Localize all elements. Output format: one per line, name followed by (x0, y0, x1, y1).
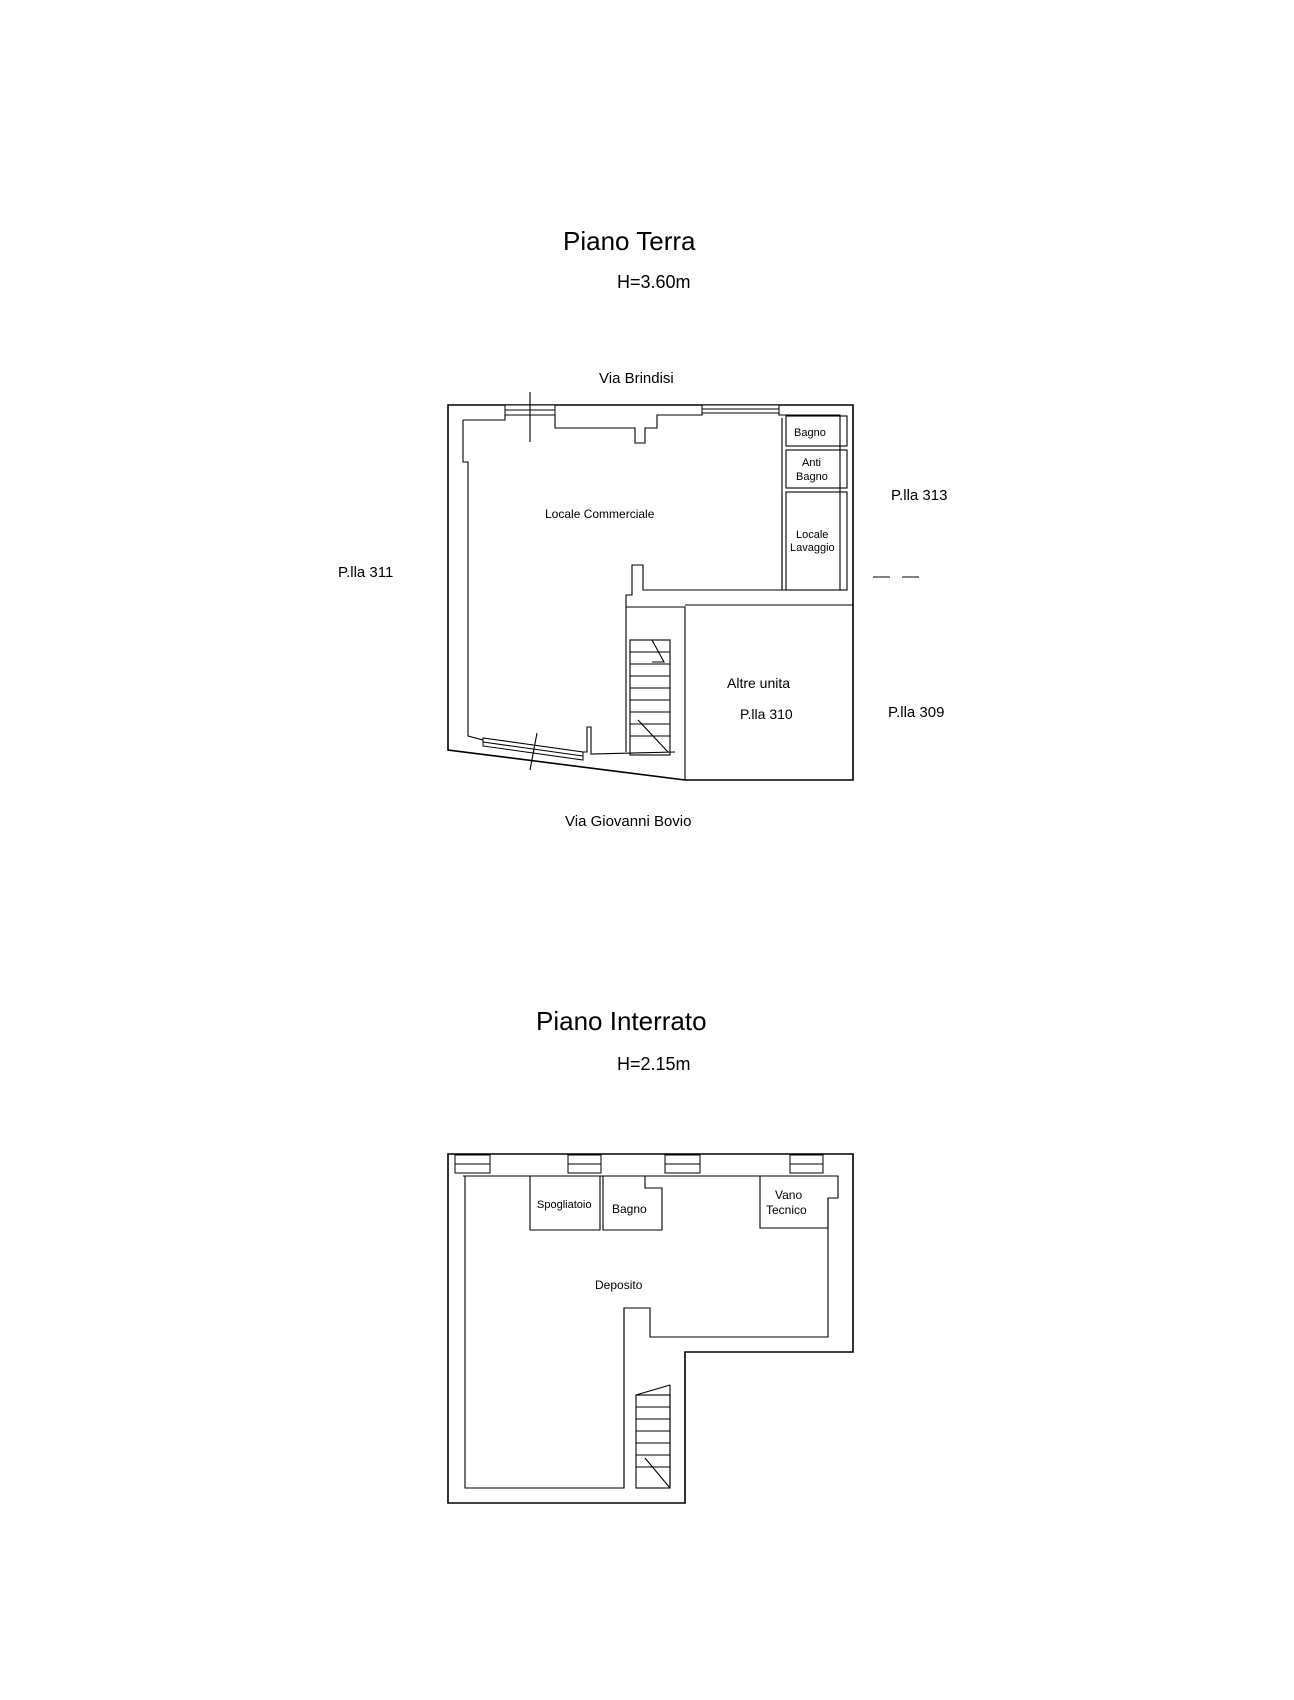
ground-floor-title: Piano Terra (563, 226, 696, 256)
street-top-label: Via Brindisi (599, 370, 674, 387)
basement-plan: Piano Interrato H=2.15m (447, 1006, 854, 1504)
ground-stair-wall (626, 606, 686, 780)
basement-staircase (635, 1384, 671, 1489)
ground-partition (625, 564, 782, 752)
parcel-right-bottom-label: P.lla 309 (888, 704, 944, 721)
ground-floor-height: H=3.60m (617, 272, 691, 292)
basement-outer-wall (447, 1153, 854, 1504)
basement-room-changing-label: Spogliatoio (537, 1199, 591, 1211)
ground-staircase (629, 639, 671, 756)
ground-room-wash-label-1: Locale (796, 529, 828, 541)
ground-room-other-label-2: P.lla 310 (740, 706, 793, 722)
ground-room-wash-label-2: Lavaggio (790, 542, 835, 554)
ground-room-other-label-1: Altre unita (727, 675, 790, 691)
basement-room-tech-label-2: Tecnico (766, 1203, 807, 1217)
basement-inner-wall (463, 1175, 839, 1489)
basement-room-tech-label-1: Vano (775, 1188, 802, 1202)
basement-changing-room (529, 1176, 601, 1231)
basement-title: Piano Interrato (536, 1006, 707, 1036)
ground-wash-room (785, 491, 848, 591)
parcel-left-label: P.lla 311 (338, 564, 393, 581)
basement-room-storage-label: Deposito (595, 1278, 643, 1292)
ground-room-bath-label: Bagno (794, 427, 826, 439)
parcel-right-top-label: P.lla 313 (891, 487, 947, 504)
ground-inner-wall (463, 412, 841, 591)
ground-bath-room (785, 415, 848, 447)
ground-room-antibath-label-2: Bagno (796, 471, 828, 483)
ground-floor-plan: Piano Terra H=3.60m Via Brindisi P.lla 3… (338, 226, 947, 830)
ground-outer-wall (447, 404, 854, 781)
ground-antibath-room (785, 449, 848, 489)
basement-tech-room (759, 1176, 838, 1229)
ground-room-antibath-label-1: Anti (802, 457, 821, 469)
basement-room-bath-label: Bagno (612, 1202, 647, 1216)
street-bottom-label: Via Giovanni Bovio (565, 813, 691, 830)
ground-room-main-label: Locale Commerciale (545, 507, 655, 521)
basement-bath-room (600, 1175, 663, 1231)
basement-height: H=2.15m (617, 1054, 691, 1074)
